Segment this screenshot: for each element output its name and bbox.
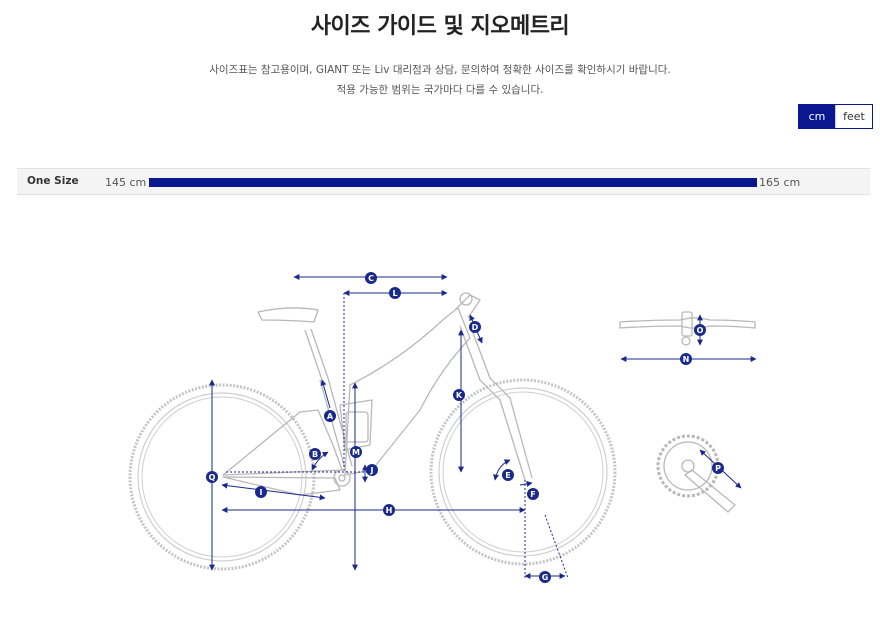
label-e: E bbox=[502, 469, 514, 481]
svg-text:D: D bbox=[472, 323, 479, 332]
label-h: H bbox=[383, 504, 395, 516]
svg-text:Q: Q bbox=[209, 473, 216, 482]
size-range-bar bbox=[149, 178, 757, 187]
label-m: M bbox=[350, 446, 362, 458]
svg-text:C: C bbox=[368, 274, 374, 283]
label-g: G bbox=[539, 571, 551, 583]
svg-text:A: A bbox=[327, 412, 334, 421]
label-c: C bbox=[365, 272, 377, 284]
geometry-diagram: A B C D E F G H I J K L M N O P Q bbox=[128, 272, 757, 583]
page-title: 사이즈 가이드 및 지오메트리 bbox=[310, 14, 570, 39]
svg-text:L: L bbox=[392, 289, 397, 298]
svg-text:J: J bbox=[370, 466, 374, 475]
label-l: L bbox=[389, 287, 401, 299]
label-k: K bbox=[453, 389, 465, 401]
unit-feet-button[interactable]: feet bbox=[835, 105, 872, 128]
description-line-2: 적용 가능한 범위는 국가마다 다를 수 있습니다. bbox=[336, 84, 544, 96]
svg-text:O: O bbox=[697, 326, 704, 335]
label-q: Q bbox=[206, 471, 218, 483]
size-range-row: One Size 145 cm 165 cm bbox=[17, 168, 870, 195]
description-line-1: 사이즈표는 참고용이며, GIANT 또는 Liv 대리점과 상담, 문의하여 … bbox=[209, 64, 671, 76]
label-o: O bbox=[694, 324, 706, 336]
unit-cm-button[interactable]: cm bbox=[799, 105, 835, 128]
size-max-label: 165 cm bbox=[759, 176, 801, 189]
label-b: B bbox=[309, 448, 321, 460]
handlebar-drawing bbox=[619, 311, 756, 346]
svg-text:K: K bbox=[456, 391, 463, 400]
geometry-labels: A B C D E F G H I J K L M N O P Q bbox=[206, 272, 724, 583]
label-a: A bbox=[324, 410, 336, 422]
size-name: One Size bbox=[27, 175, 79, 187]
bike-frame bbox=[222, 292, 533, 496]
svg-text:N: N bbox=[683, 355, 690, 364]
label-p: P bbox=[712, 462, 724, 474]
front-wheel bbox=[429, 378, 617, 566]
label-d: D bbox=[469, 321, 481, 333]
svg-text:P: P bbox=[715, 464, 721, 473]
label-f: F bbox=[527, 488, 539, 500]
svg-text:G: G bbox=[542, 573, 549, 582]
chainring-drawing bbox=[656, 434, 736, 513]
rear-wheel bbox=[128, 383, 316, 571]
label-n: N bbox=[680, 353, 692, 365]
page-description: 사이즈표는 참고용이며, GIANT 또는 Liv 대리점과 상담, 문의하여 … bbox=[0, 60, 880, 100]
svg-text:H: H bbox=[386, 506, 393, 515]
label-i: I bbox=[255, 486, 267, 498]
label-j: J bbox=[366, 464, 378, 476]
svg-text:M: M bbox=[352, 448, 360, 457]
size-min-label: 145 cm bbox=[105, 176, 147, 189]
svg-text:B: B bbox=[312, 450, 318, 459]
unit-toggle: cm feet bbox=[798, 104, 873, 129]
svg-text:E: E bbox=[505, 471, 510, 480]
svg-text:I: I bbox=[260, 488, 263, 497]
svg-text:F: F bbox=[530, 490, 535, 499]
